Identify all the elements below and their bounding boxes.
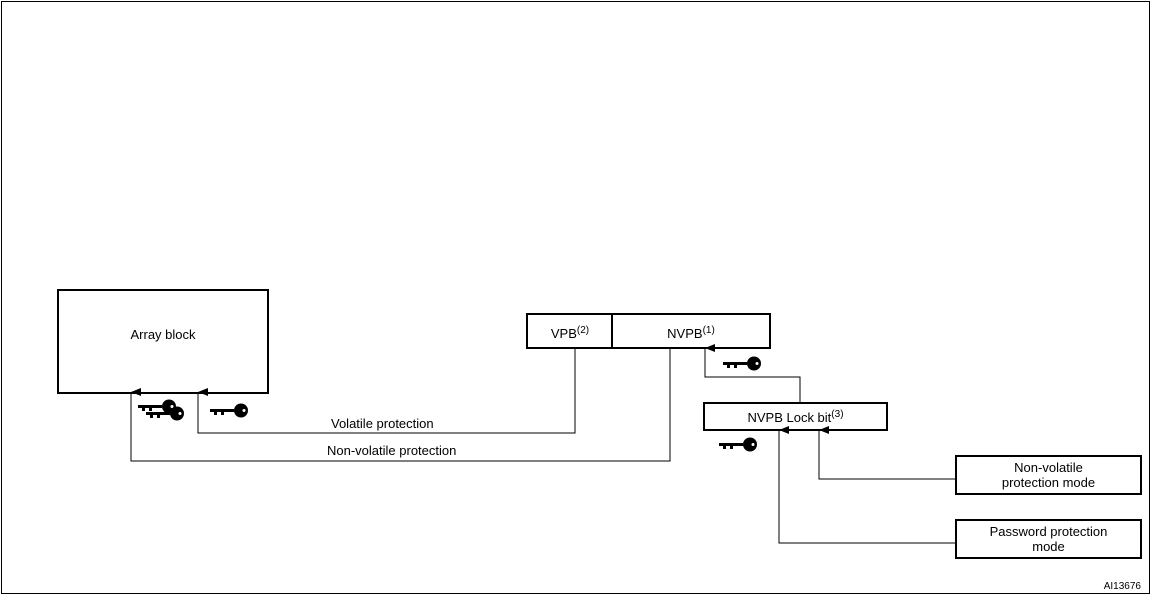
vpb-label: VPB(2) — [528, 325, 612, 341]
password-mode-label: Password protection mode — [956, 524, 1141, 554]
nonvolatile-mode-line2: protection mode — [1001, 475, 1096, 490]
key-pair-icon — [138, 399, 184, 421]
nonvolatile-protection-line — [130, 348, 671, 462]
nvpb-label: NVPB(1) — [612, 325, 770, 341]
nvpb-lock-text: NVPB Lock bit — [747, 410, 832, 425]
nonvolatile-mode-label: Non-volatile protection mode — [956, 460, 1141, 490]
volatile-protection-label: Volatile protection — [331, 416, 434, 431]
nonvolatile-mode-line1: Non-volatile — [1014, 460, 1083, 475]
vpb-nvpb-box — [526, 313, 771, 349]
key-icon — [210, 403, 248, 418]
password-mode-line1: Password protection — [989, 524, 1108, 539]
lock-to-nvpb-line — [704, 344, 801, 403]
array-block-label: Array block — [130, 327, 196, 342]
nvpb-lock-box — [703, 402, 888, 431]
vpb-text: VPB — [550, 326, 577, 341]
nvpb-lock-note: (3) — [831, 409, 844, 420]
nvpb-lock-label: NVPB Lock bit(3) — [704, 409, 887, 425]
vpb-note: (2) — [576, 325, 590, 336]
volatile-protection-line — [197, 348, 576, 434]
password-mode-box — [955, 519, 1142, 559]
nvpb-text: NVPB — [667, 326, 703, 341]
password-mode-line — [778, 426, 956, 544]
nvpb-note: (1) — [702, 325, 715, 336]
key-icon — [719, 437, 757, 452]
nonvolatile-protection-label: Non-volatile protection — [327, 443, 457, 458]
figure-id: AI13676 — [1103, 581, 1141, 592]
password-mode-line2: mode — [1032, 539, 1065, 554]
nonvolatile-mode-box — [955, 455, 1142, 495]
key-icon — [723, 356, 761, 371]
array-block-box — [57, 289, 269, 394]
nonvolatile-mode-line — [818, 426, 956, 480]
